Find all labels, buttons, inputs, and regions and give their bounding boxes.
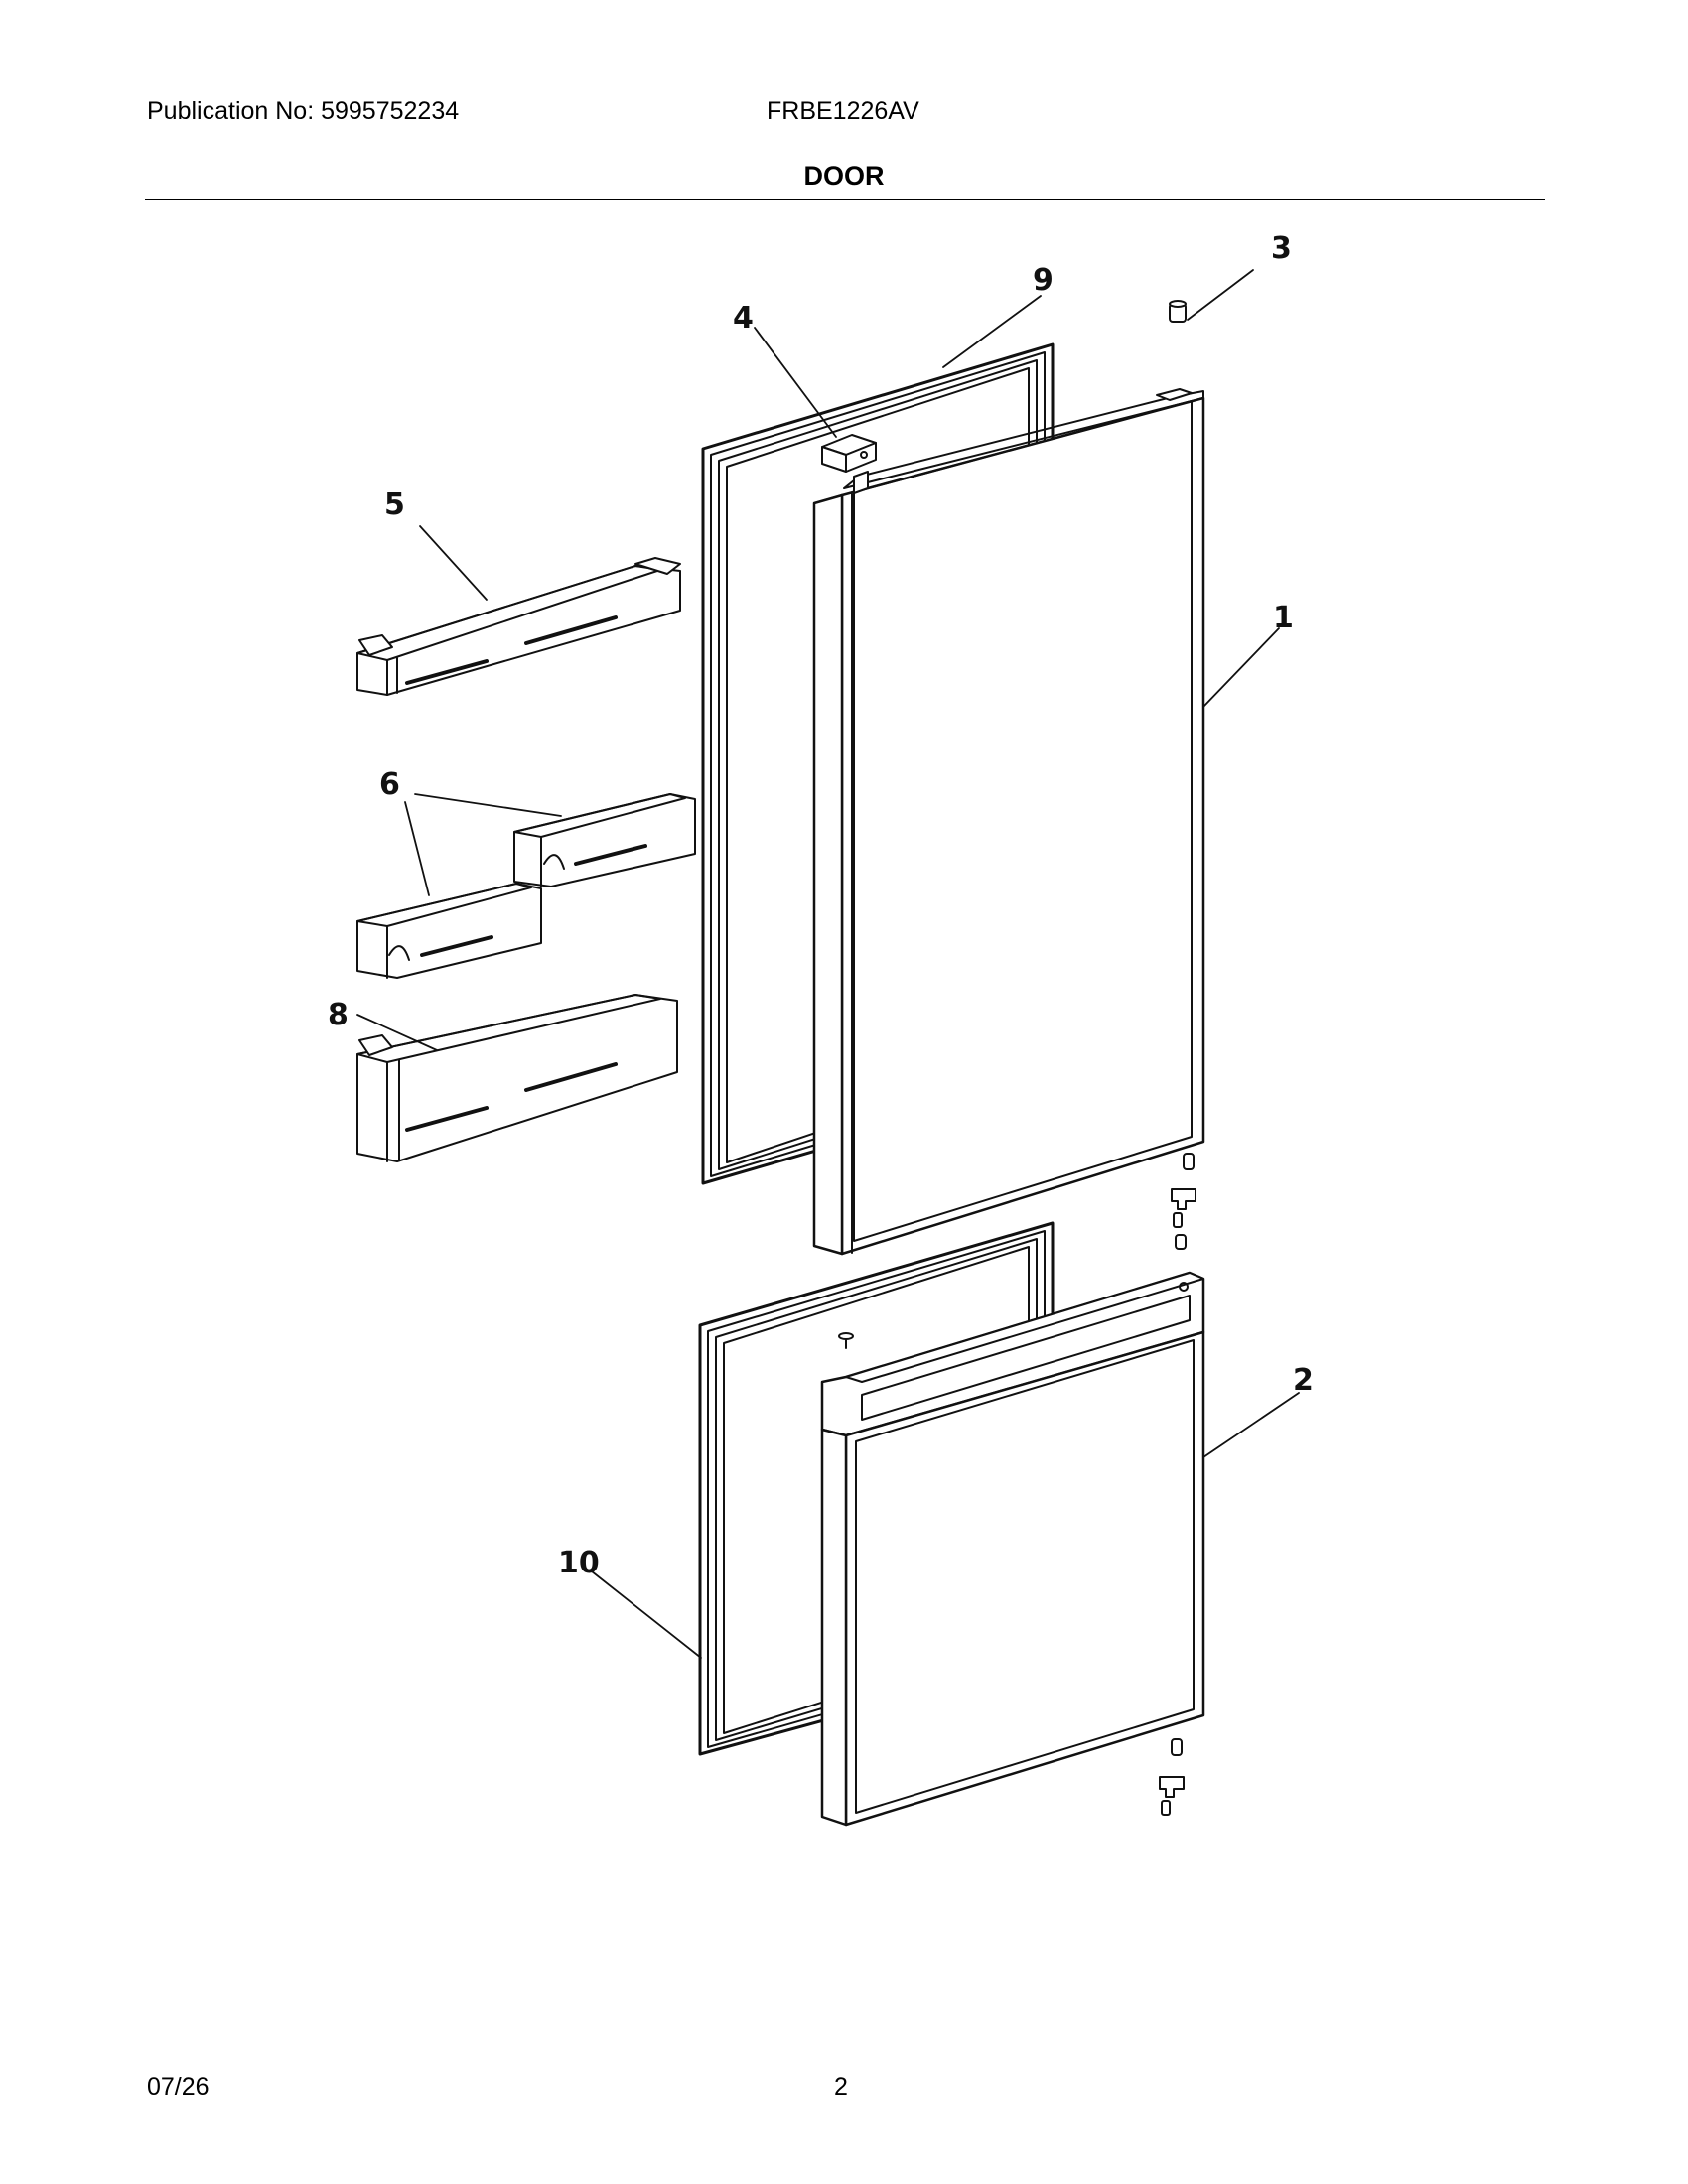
bottom-door-shelf — [356, 994, 678, 1162]
callout-2: 2 — [1293, 1363, 1314, 1398]
lower-door-panel — [820, 1271, 1205, 1827]
callout-9: 9 — [1033, 263, 1054, 298]
header-rule — [145, 199, 1545, 200]
top-hinge-cap — [1169, 300, 1187, 323]
upper-door-panel — [812, 388, 1205, 1256]
publication-number: Publication No: 5995752234 — [147, 97, 460, 125]
callout-labels: 3 9 4 5 1 6 8 2 10 — [328, 231, 1314, 1580]
bottom-hinge-hardware — [1159, 1738, 1185, 1816]
hinge-cover-bracket — [821, 434, 877, 473]
callout-1: 1 — [1273, 601, 1294, 635]
callout-10: 10 — [558, 1546, 600, 1580]
small-door-shelf-lower — [356, 883, 542, 979]
small-door-shelf-upper — [513, 793, 696, 887]
leader-lines — [356, 269, 1300, 1659]
callout-4: 4 — [733, 301, 754, 336]
middle-hinge-hardware — [1171, 1153, 1196, 1250]
callout-3: 3 — [1271, 231, 1292, 266]
model-number: FRBE1226AV — [767, 97, 919, 125]
top-door-shelf — [356, 557, 681, 696]
callout-6: 6 — [379, 767, 400, 802]
gasket-plug — [838, 1332, 854, 1349]
callout-5: 5 — [384, 487, 405, 522]
page-title: DOOR — [803, 161, 885, 191]
callout-8: 8 — [328, 998, 349, 1032]
footer-date: 07/26 — [147, 2073, 210, 2101]
footer-page-number: 2 — [834, 2073, 848, 2101]
